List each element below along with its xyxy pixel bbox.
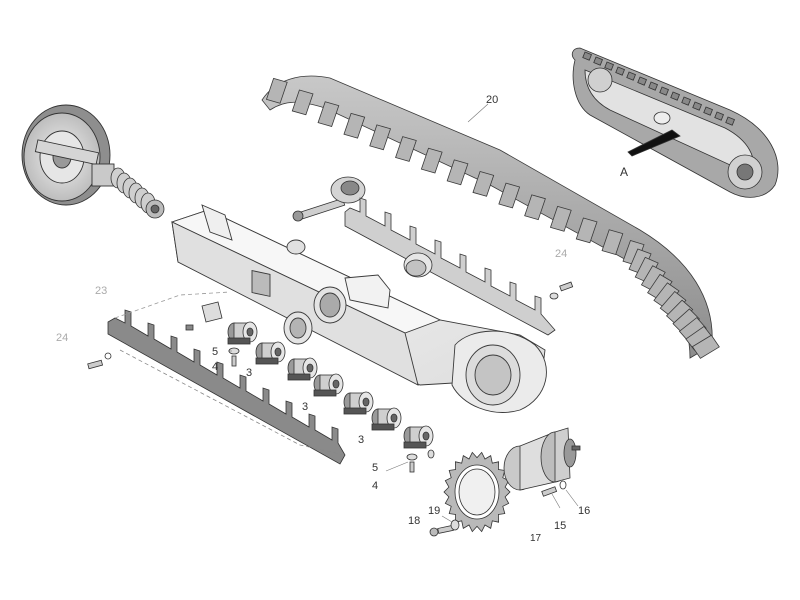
thumbnail-tooth bbox=[604, 61, 615, 71]
track-grouser bbox=[472, 171, 495, 197]
thumbnail-tooth bbox=[648, 81, 659, 91]
thumbnail-tooth bbox=[626, 71, 637, 81]
track-grouser bbox=[395, 136, 417, 162]
bolt-24-left bbox=[87, 352, 112, 370]
track-grouser bbox=[575, 217, 598, 244]
callout-24-left: 24 bbox=[56, 332, 68, 344]
thumbnail-tooth bbox=[714, 111, 725, 121]
callout-23: 23 bbox=[95, 285, 107, 297]
callout-5-bottom: 5 bbox=[372, 462, 378, 474]
thumbnail-tooth bbox=[670, 91, 681, 101]
idler-wheel bbox=[21, 104, 115, 206]
thumbnail-tooth bbox=[725, 116, 736, 126]
track-roller bbox=[255, 341, 286, 365]
track-grouser bbox=[420, 147, 443, 174]
drive-sprocket bbox=[443, 451, 511, 533]
track-chain bbox=[261, 75, 720, 359]
bolt-24-right bbox=[549, 281, 574, 300]
leader-lines bbox=[228, 103, 579, 523]
thumbnail-tooth bbox=[637, 76, 648, 86]
track-roller bbox=[287, 357, 318, 381]
track-grouser bbox=[446, 159, 469, 186]
travel-motor bbox=[503, 427, 581, 491]
track-grouser bbox=[343, 112, 366, 139]
track-roller bbox=[403, 425, 434, 449]
thumbnail-tooth bbox=[593, 56, 604, 66]
washer-16 bbox=[559, 480, 567, 490]
callout-4-top: 4 bbox=[212, 361, 218, 373]
washer-19 bbox=[450, 519, 460, 531]
track-grouser bbox=[498, 182, 521, 209]
thumbnail-tooth bbox=[582, 51, 593, 61]
callout-19: 19 bbox=[428, 505, 440, 517]
track-grouser bbox=[265, 77, 288, 104]
track-grouser bbox=[369, 124, 392, 151]
callout-16: 16 bbox=[578, 505, 590, 517]
bolt-15 bbox=[541, 486, 558, 497]
thumbnail-tooth bbox=[659, 86, 670, 96]
callout-15: 15 bbox=[554, 520, 566, 532]
thumbnail-track-teeth bbox=[582, 51, 736, 126]
track-frame bbox=[170, 204, 547, 413]
callout-A: A bbox=[620, 165, 628, 179]
callout-17: 17 bbox=[530, 533, 542, 544]
callout-3-c: 3 bbox=[358, 434, 364, 446]
track-grousers bbox=[265, 77, 720, 359]
track-roller bbox=[343, 391, 374, 415]
callout-3-b: 3 bbox=[302, 401, 308, 413]
thumbnail-tooth bbox=[681, 96, 692, 106]
bolt-18 bbox=[429, 524, 454, 537]
callout-pointer-arrow bbox=[627, 129, 681, 157]
track-grouser bbox=[549, 205, 572, 232]
callout-labels: 20 A 24 23 24 5 4 3 3 3 5 4 18 19 17 15 … bbox=[56, 94, 628, 544]
track-grouser bbox=[317, 101, 340, 127]
thumbnail-tooth bbox=[692, 101, 703, 111]
track-grouser bbox=[691, 334, 720, 359]
recoil-spring bbox=[110, 167, 165, 219]
fasteners bbox=[87, 281, 574, 537]
upper-chain-guard bbox=[344, 197, 556, 336]
callout-20: 20 bbox=[486, 94, 498, 106]
callout-5-top: 5 bbox=[212, 346, 218, 358]
track-grouser bbox=[291, 89, 314, 116]
thumbnail-tooth bbox=[703, 106, 714, 116]
track-roller bbox=[313, 373, 344, 397]
callout-4-bottom: 4 bbox=[372, 480, 378, 492]
lower-chain-guard bbox=[107, 291, 346, 465]
track-roller bbox=[371, 407, 402, 431]
track-tensioner bbox=[292, 176, 366, 222]
track-grouser bbox=[601, 229, 624, 255]
undercarriage-thumbnail bbox=[571, 47, 779, 198]
callout-3-a: 3 bbox=[246, 367, 252, 379]
track-roller bbox=[227, 321, 258, 345]
cover-plate bbox=[185, 301, 223, 331]
thumbnail-tooth bbox=[615, 66, 626, 76]
track-rollers bbox=[227, 321, 434, 449]
callout-18: 18 bbox=[408, 515, 420, 527]
bolt-4-bottom bbox=[406, 449, 435, 473]
track-grouser bbox=[524, 194, 546, 221]
callout-24-right: 24 bbox=[555, 248, 567, 260]
